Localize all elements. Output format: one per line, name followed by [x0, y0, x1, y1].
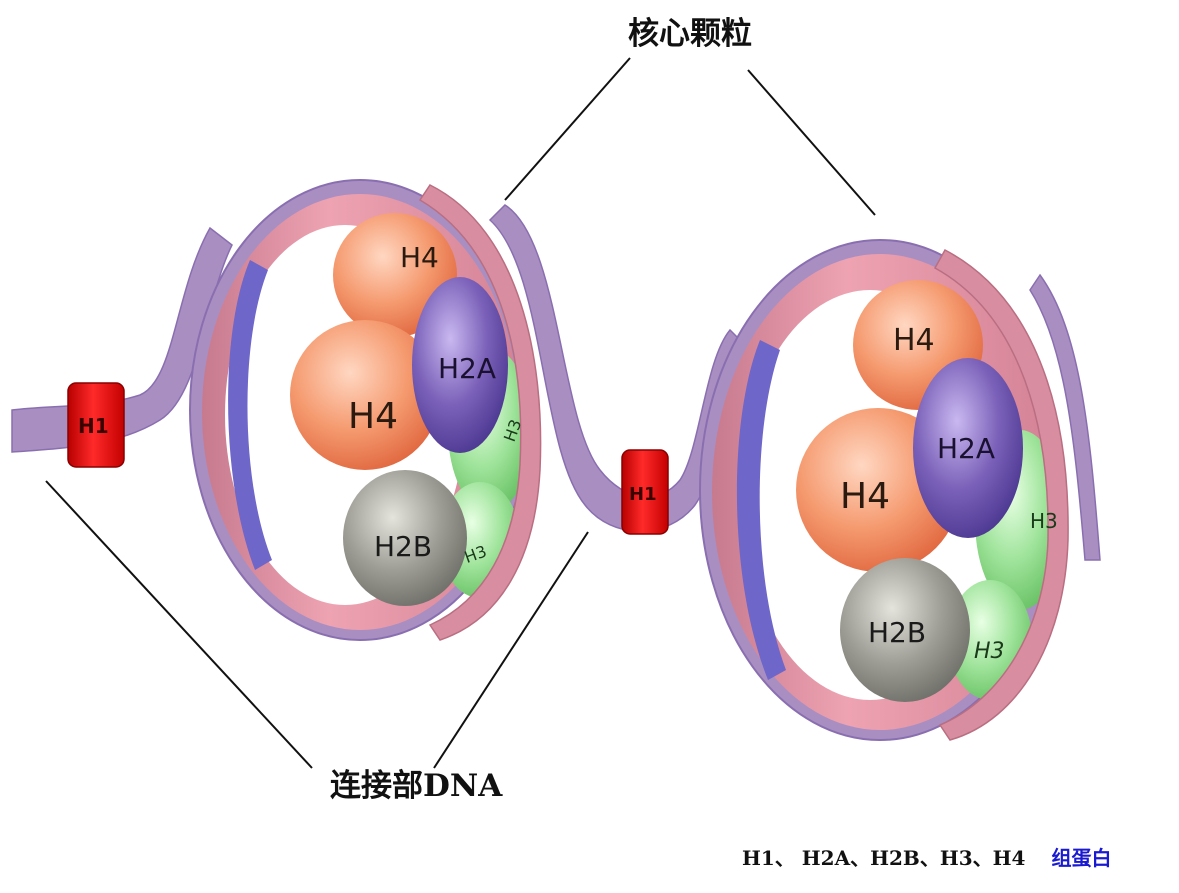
label-h4-middle: H4	[348, 396, 398, 437]
core-leader-left	[504, 57, 631, 201]
histone-h2b	[343, 470, 467, 606]
label-h2a: H2A	[937, 432, 995, 465]
inner-dna-band	[736, 340, 786, 680]
front-ring-band	[418, 184, 542, 641]
nucleosome-left: H4 H4 H2A H2B H3 H3	[189, 179, 542, 641]
front-ring-band	[933, 248, 1069, 741]
inner-dna-band	[228, 260, 272, 570]
linker-dna-label: 连接部DNA	[330, 768, 503, 804]
h1-block	[67, 382, 125, 468]
leader-lines	[45, 57, 876, 769]
histone-h2a	[412, 277, 508, 453]
label-h2b: H2B	[374, 530, 432, 563]
label-h2b: H2B	[868, 616, 926, 649]
label-h4-middle: H4	[840, 476, 890, 517]
h1-block	[621, 449, 669, 535]
h1-label: H1	[629, 484, 657, 505]
label-h4-top: H4	[400, 241, 439, 274]
label-h2a: H2A	[438, 352, 496, 385]
core-leader-right	[747, 69, 876, 216]
label-h4-top: H4	[893, 323, 935, 358]
histone-legend: H1、 H2A、H2B、H3、H4 组蛋白	[742, 842, 1111, 871]
nucleosome-right: H4 H4 H2A H2B H3 H3	[699, 239, 1069, 741]
histone-h4-middle	[290, 320, 440, 470]
linker-leader-right	[433, 531, 589, 769]
label-h3-lower: H3	[974, 639, 1005, 664]
histone-h2a	[913, 358, 1023, 538]
linker-histone-left: H1	[67, 382, 125, 468]
histone-list: H1、 H2A、H2B、H3、H4	[742, 846, 1026, 870]
label-h3-upper: H3	[1030, 509, 1058, 533]
histone-h2b	[840, 558, 970, 702]
linker-ribbon-right	[1029, 273, 1101, 561]
core-particle-label: 核心颗粒	[628, 16, 752, 52]
linker-leader-left	[45, 480, 313, 769]
linker-histone-right: H1	[621, 449, 669, 535]
histone-word: 组蛋白	[1051, 846, 1112, 870]
h1-label: H1	[78, 414, 109, 438]
